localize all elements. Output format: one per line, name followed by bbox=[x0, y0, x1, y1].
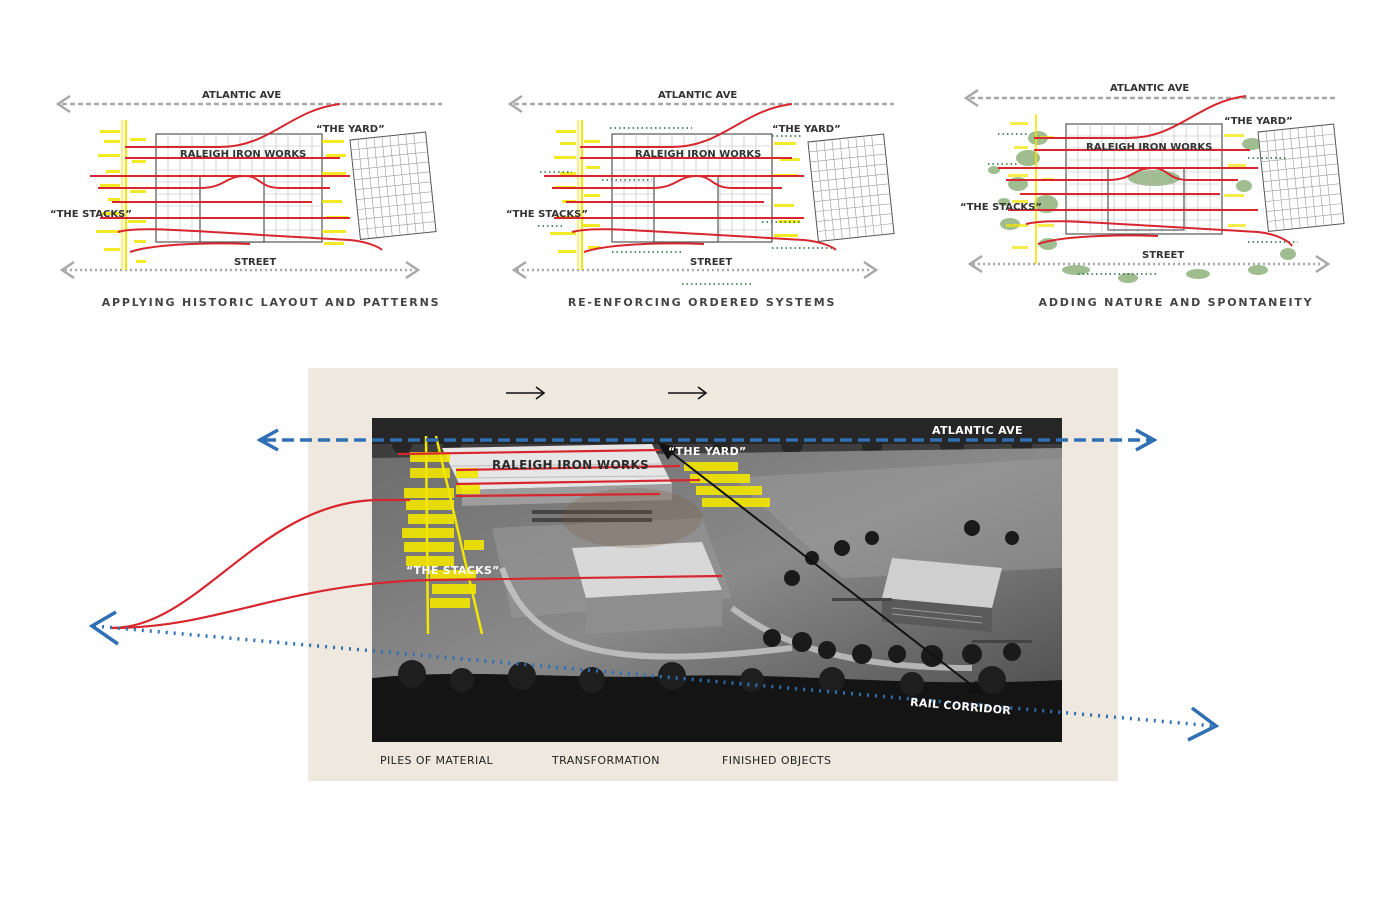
photo-raleigh-iron-works-label: RALEIGH IRON WORKS bbox=[492, 458, 650, 472]
aerial-photo bbox=[372, 418, 1062, 742]
the-stacks-label: “THE STACKS” bbox=[960, 202, 1042, 213]
the-yard-label: “THE YARD” bbox=[316, 124, 385, 135]
street-label: STREET bbox=[234, 257, 277, 268]
aerial-photo-image bbox=[372, 418, 1062, 742]
diagram-panel-nature-spontaneity: ATLANTIC AVE RALEIGH IRON WORKS “THE YAR… bbox=[958, 74, 1358, 283]
diagram-panel-ordered-systems: ATLANTIC AVE RALEIGH IRON WORKS “THE YAR… bbox=[502, 80, 902, 285]
raleigh-iron-works-label: RALEIGH IRON WORKS bbox=[1086, 142, 1213, 153]
process-step-piles: PILES OF MATERIAL bbox=[380, 754, 494, 767]
atlantic-ave-label: ATLANTIC AVE bbox=[202, 90, 282, 101]
street-label: STREET bbox=[1142, 250, 1185, 261]
photo-the-yard-label: “THE YARD” bbox=[668, 445, 747, 458]
street-label: STREET bbox=[690, 257, 733, 268]
photo-atlantic-ave-label: ATLANTIC AVE bbox=[932, 424, 1023, 437]
panel-drawing bbox=[507, 94, 895, 285]
process-step-transformation: TRANSFORMATION bbox=[552, 754, 660, 767]
panel-drawing bbox=[963, 88, 1345, 283]
atlantic-ave-label: ATLANTIC AVE bbox=[658, 90, 738, 101]
atlantic-ave-label: ATLANTIC AVE bbox=[1110, 83, 1190, 94]
photo-the-stacks-label: “THE STACKS” bbox=[406, 564, 500, 577]
the-stacks-label: “THE STACKS” bbox=[506, 209, 588, 220]
the-stacks-label: “THE STACKS” bbox=[50, 209, 132, 220]
raleigh-iron-works-label: RALEIGH IRON WORKS bbox=[635, 149, 762, 160]
the-yard-label: “THE YARD” bbox=[772, 124, 841, 135]
panel-caption: APPLYING HISTORIC LAYOUT AND PATTERNS bbox=[101, 296, 441, 309]
panel-drawing bbox=[55, 94, 442, 280]
raleigh-iron-works-label: RALEIGH IRON WORKS bbox=[180, 149, 307, 160]
process-step-finished: FINISHED OBJECTS bbox=[722, 754, 832, 767]
the-yard-label: “THE YARD” bbox=[1224, 116, 1293, 127]
panel-caption: ADDING NATURE AND SPONTANEITY bbox=[1038, 296, 1314, 309]
diagram-panel-historic-layout: ATLANTIC AVE RALEIGH IRON WORKS “THE YAR… bbox=[50, 80, 450, 280]
panel-caption: RE-ENFORCING ORDERED SYSTEMS bbox=[567, 296, 837, 309]
